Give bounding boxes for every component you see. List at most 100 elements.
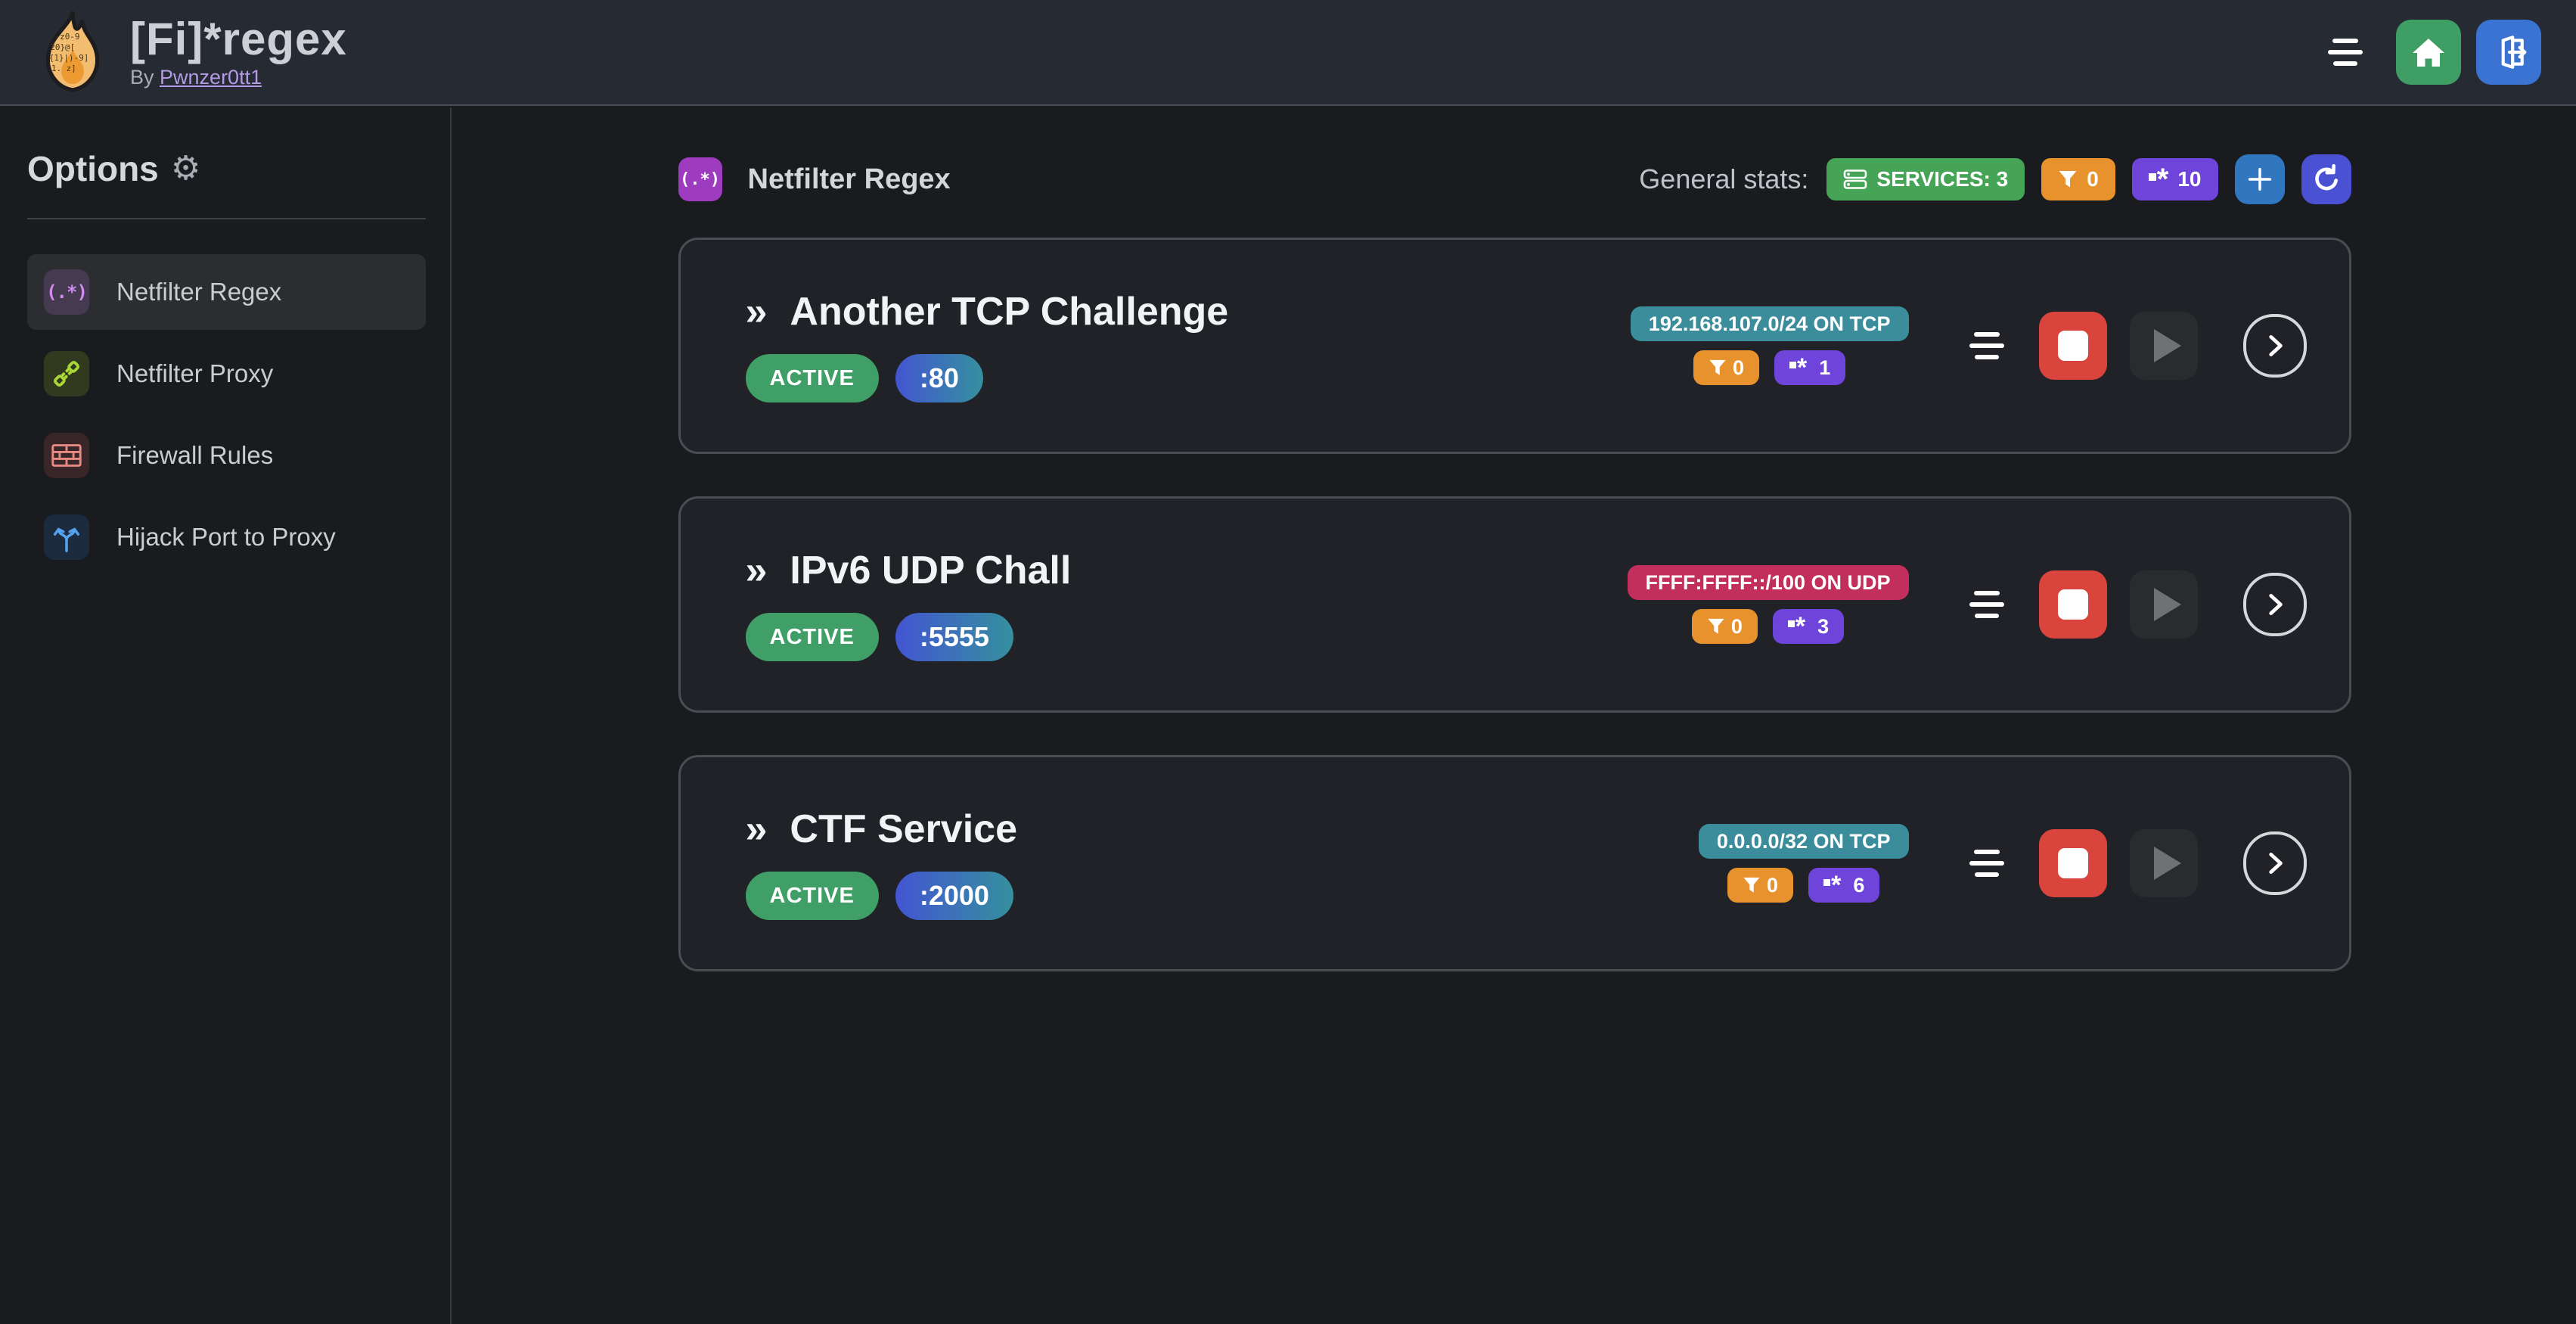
filtered-badge: 0: [1691, 609, 1758, 644]
regex-badge: * 6: [1808, 868, 1880, 903]
services-count-badge: SERVICES: 3: [1826, 158, 2025, 200]
sidebar-item-label: Hijack Port to Proxy: [116, 523, 336, 551]
play-icon: [2153, 847, 2181, 880]
regex-value: 3: [1817, 614, 1830, 638]
byline-prefix: By: [130, 66, 154, 89]
open-service-button[interactable]: [2242, 573, 2307, 636]
gear-icon: ⚙: [170, 149, 201, 188]
port-badge: :5555: [895, 613, 1013, 661]
service-card-list: » Another TCP Challenge ACTIVE :80 192.1…: [678, 238, 2351, 971]
status-badge: ACTIVE: [745, 354, 879, 402]
add-service-button[interactable]: [2234, 154, 2285, 204]
sidebar-item-netfilter-regex[interactable]: (.*) Netfilter Regex: [27, 254, 426, 330]
service-name: IPv6 UDP Chall: [790, 549, 1072, 592]
stats-label: General stats:: [1639, 163, 1809, 194]
funnel-icon: [1709, 359, 1726, 375]
regex-count-value: 10: [2177, 167, 2202, 191]
cidr-badge: FFFF:FFFF::/100 ON UDP: [1627, 565, 1909, 600]
regex-icon: (.*): [44, 269, 89, 315]
dot-star-icon: *: [1789, 355, 1807, 380]
open-service-button[interactable]: [2242, 831, 2307, 895]
sidebar-item-firewall-rules[interactable]: Firewall Rules: [27, 418, 426, 493]
author-link[interactable]: Pwnzer0tt1: [160, 66, 262, 89]
chevron-right-icon: [2268, 593, 2283, 616]
section-title: Netfilter Regex: [747, 163, 951, 195]
regex-glyph: (.*): [46, 281, 88, 303]
service-card: » Another TCP Challenge ACTIVE :80 192.1…: [678, 238, 2351, 454]
stop-button[interactable]: [2038, 829, 2107, 897]
filtered-badge: 0: [1727, 868, 1794, 903]
filtered-value: 0: [1730, 614, 1743, 638]
section-header: (.*) Netfilter Regex General stats: SERV…: [678, 154, 2351, 204]
service-title: » IPv6 UDP Chall: [746, 548, 1072, 593]
menu-burger-icon[interactable]: [2328, 39, 2363, 66]
filtered-value: 0: [1767, 873, 1779, 897]
port-badge: :2000: [895, 872, 1013, 920]
refresh-button[interactable]: [2301, 154, 2351, 204]
service-title: » Another TCP Challenge: [746, 289, 1229, 334]
chevrons-icon: »: [745, 549, 768, 592]
filtered-value: 0: [1733, 356, 1745, 379]
logo-regex-text: {1}|)-9]: [49, 53, 89, 63]
home-button[interactable]: [2396, 20, 2461, 85]
funnel-icon: [1743, 877, 1760, 893]
funnel-icon: [2059, 171, 2077, 188]
stop-icon: [2057, 848, 2088, 878]
open-service-button[interactable]: [2242, 314, 2307, 378]
cidr-badge: 192.168.107.0/24 ON TCP: [1630, 306, 1909, 341]
section-regex-icon: (.*): [678, 157, 722, 201]
port-badge: :80: [895, 354, 983, 402]
dot-star-icon: *: [1787, 614, 1805, 639]
services-count-label: SERVICES: 3: [1876, 167, 2009, 191]
main-content: (.*) Netfilter Regex General stats: SERV…: [453, 107, 2576, 1324]
logo-regex-text: 1. z]: [51, 64, 76, 73]
status-badge: ACTIVE: [745, 872, 879, 920]
stop-icon: [2057, 589, 2088, 620]
logo-regex-text: -z0-9: [55, 32, 80, 42]
server-icon: [1844, 169, 1867, 189]
dot-star-icon: *: [1823, 872, 1841, 897]
regex-badge: * 3: [1772, 609, 1845, 644]
status-badge: ACTIVE: [745, 613, 879, 661]
drag-handle-icon[interactable]: [1969, 332, 2004, 359]
logout-button[interactable]: [2476, 20, 2541, 85]
brand: -z0-9 20}@[ {1}|)-9] 1. z] [Fi]*regex By…: [35, 11, 347, 94]
logo-regex-text: 20}@[: [50, 42, 75, 52]
app-title: [Fi]*regex: [130, 14, 347, 64]
start-button-disabled[interactable]: [2129, 829, 2198, 897]
home-icon: [2413, 39, 2444, 67]
service-card: » CTF Service ACTIVE :2000 0.0.0.0/32 ON…: [678, 755, 2351, 971]
chevron-right-icon: [2268, 852, 2283, 875]
regex-badge: * 1: [1774, 350, 1846, 385]
start-button-disabled[interactable]: [2129, 570, 2198, 639]
chevron-right-icon: [2268, 334, 2283, 357]
options-sidebar: Options ⚙ (.*) Netfilter Regex: [0, 107, 452, 1324]
service-card: » IPv6 UDP Chall ACTIVE :5555 FFFF:FFFF:…: [678, 496, 2351, 713]
split-arrows-icon: [44, 514, 89, 560]
stop-button[interactable]: [2038, 570, 2107, 639]
brick-wall-icon: [44, 433, 89, 478]
sidebar-item-label: Netfilter Regex: [116, 278, 282, 306]
plug-connected-icon: [44, 351, 89, 396]
general-stats: General stats: SERVICES: 3 0: [1639, 154, 2351, 204]
service-name: CTF Service: [790, 807, 1017, 851]
start-button-disabled[interactable]: [2129, 312, 2198, 380]
drag-handle-icon[interactable]: [1969, 591, 2004, 618]
sidebar-divider: [27, 218, 426, 219]
topbar: -z0-9 20}@[ {1}|)-9] 1. z] [Fi]*regex By…: [0, 0, 2576, 106]
stop-button[interactable]: [2038, 312, 2107, 380]
drag-handle-icon[interactable]: [1969, 850, 2004, 877]
service-name: Another TCP Challenge: [790, 290, 1229, 334]
regex-value: 1: [1819, 356, 1831, 379]
chevrons-icon: »: [745, 807, 768, 851]
filtered-badge: 0: [1693, 350, 1760, 385]
refresh-icon: [2314, 163, 2338, 191]
play-icon: [2153, 329, 2181, 362]
sidebar-nav: (.*) Netfilter Regex Netfilter Proxy: [27, 254, 426, 575]
regex-count-badge: * 10: [2131, 158, 2218, 200]
play-icon: [2153, 588, 2181, 621]
regex-value: 6: [1853, 873, 1865, 897]
sidebar-item-hijack-port[interactable]: Hijack Port to Proxy: [27, 499, 426, 575]
sidebar-item-netfilter-proxy[interactable]: Netfilter Proxy: [27, 336, 426, 412]
chevrons-icon: »: [745, 290, 768, 334]
